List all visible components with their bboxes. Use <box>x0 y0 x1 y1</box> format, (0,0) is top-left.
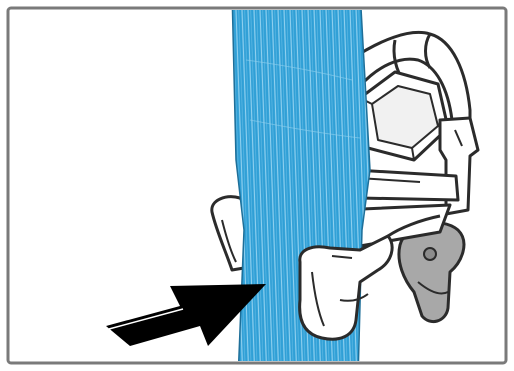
illustration-canvas <box>0 0 514 371</box>
installation-illustration <box>0 0 514 371</box>
